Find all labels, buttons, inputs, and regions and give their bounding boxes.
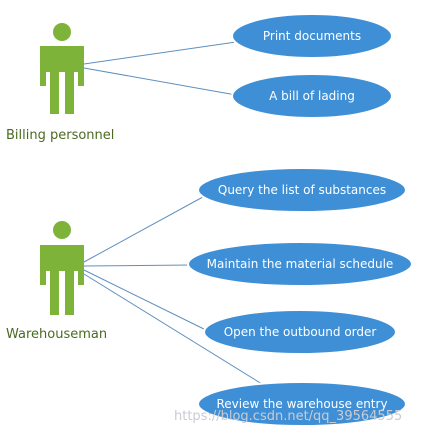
- use-case-bill-of-lading: A bill of lading: [231, 73, 393, 119]
- association-warehouse-query: [83, 191, 213, 263]
- association-warehouse-outbound: [83, 269, 211, 333]
- associations: [83, 41, 263, 385]
- actor-label: Billing personnel: [6, 128, 114, 143]
- watermark: https://blog.csdn.net/qq_39564555: [174, 409, 402, 424]
- use-case-open-outbound-order: Open the outbound order: [203, 309, 397, 355]
- use-case-label: A bill of lading: [269, 89, 355, 103]
- use-case-print-documents: Print documents: [231, 13, 393, 59]
- actor-warehouseman: Warehouseman: [6, 221, 107, 342]
- use-case-query-substances: Query the list of substances: [197, 167, 407, 213]
- use-case-maintain-material-schedule: Maintain the material schedule: [187, 241, 413, 287]
- association-billing-bol: [83, 67, 237, 96]
- use-case-label: Query the list of substances: [218, 183, 386, 197]
- use-case-label: Maintain the material schedule: [207, 257, 394, 271]
- actor-figure-icon: [40, 23, 84, 114]
- use-case-label: Review the warehouse entry: [216, 397, 387, 411]
- association-warehouse-maintain: [83, 264, 193, 267]
- actor-figure-icon: [40, 221, 84, 315]
- actor-label: Warehouseman: [6, 327, 107, 342]
- association-billing-print: [83, 41, 237, 65]
- association-warehouse-review: [83, 273, 263, 385]
- use-case-label: Open the outbound order: [224, 325, 377, 339]
- use-case-label: Print documents: [263, 29, 361, 43]
- use-case-review-warehouse-entry: Review the warehouse entry: [197, 381, 407, 427]
- actor-billing-personnel: Billing personnel: [6, 23, 114, 143]
